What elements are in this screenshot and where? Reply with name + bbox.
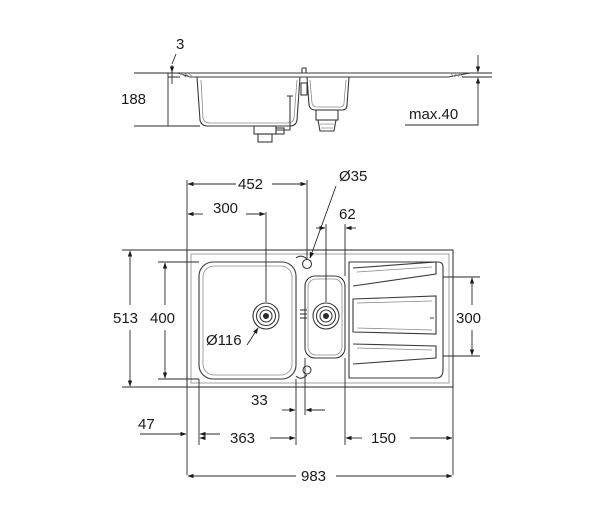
dim-drainer-width: 150 (371, 430, 396, 447)
dim-main-bowl-width: 363 (230, 430, 255, 447)
side-rim-hatch (179, 72, 464, 78)
side-rim (177, 72, 471, 78)
plan-view: 452 Ø35 300 62 513 400 Ø116 300 (113, 168, 481, 485)
tap-hole (301, 258, 313, 270)
dim-bowl-depth: 188 (121, 91, 146, 108)
dim-bowl-gap: 33 (251, 392, 268, 409)
dim-edge-offset: 47 (138, 416, 155, 433)
lower-hole (302, 365, 312, 375)
dim-overall-depth: 513 (113, 310, 138, 327)
sink-outline (186, 249, 454, 388)
side-main-drain (253, 95, 293, 143)
dim-tap-offset: 452 (238, 176, 263, 193)
side-main-bowl (196, 76, 301, 127)
side-view: 3 188 max.40 (121, 36, 492, 143)
dim-drain-size: Ø116 (206, 332, 242, 349)
dim-main-bowl-center: 300 (213, 200, 238, 217)
drainer-board (348, 261, 444, 379)
dim-overall-width: 983 (301, 468, 326, 485)
small-drain (312, 302, 340, 330)
dim-max-depth: max.40 (409, 106, 458, 123)
overflow-slot (300, 309, 307, 319)
side-overflow (300, 82, 308, 96)
dim-rim-thickness: 3 (176, 36, 184, 53)
main-bowl (198, 261, 297, 380)
main-drain (252, 302, 280, 330)
side-small-drain (315, 109, 339, 132)
small-bowl (304, 275, 346, 359)
dim-tap-hole: Ø35 (339, 168, 367, 185)
dim-small-bowl: 62 (339, 206, 356, 223)
dim-drainer-depth: 300 (456, 310, 481, 327)
dim-bowl-depth-plan: 400 (150, 310, 175, 327)
